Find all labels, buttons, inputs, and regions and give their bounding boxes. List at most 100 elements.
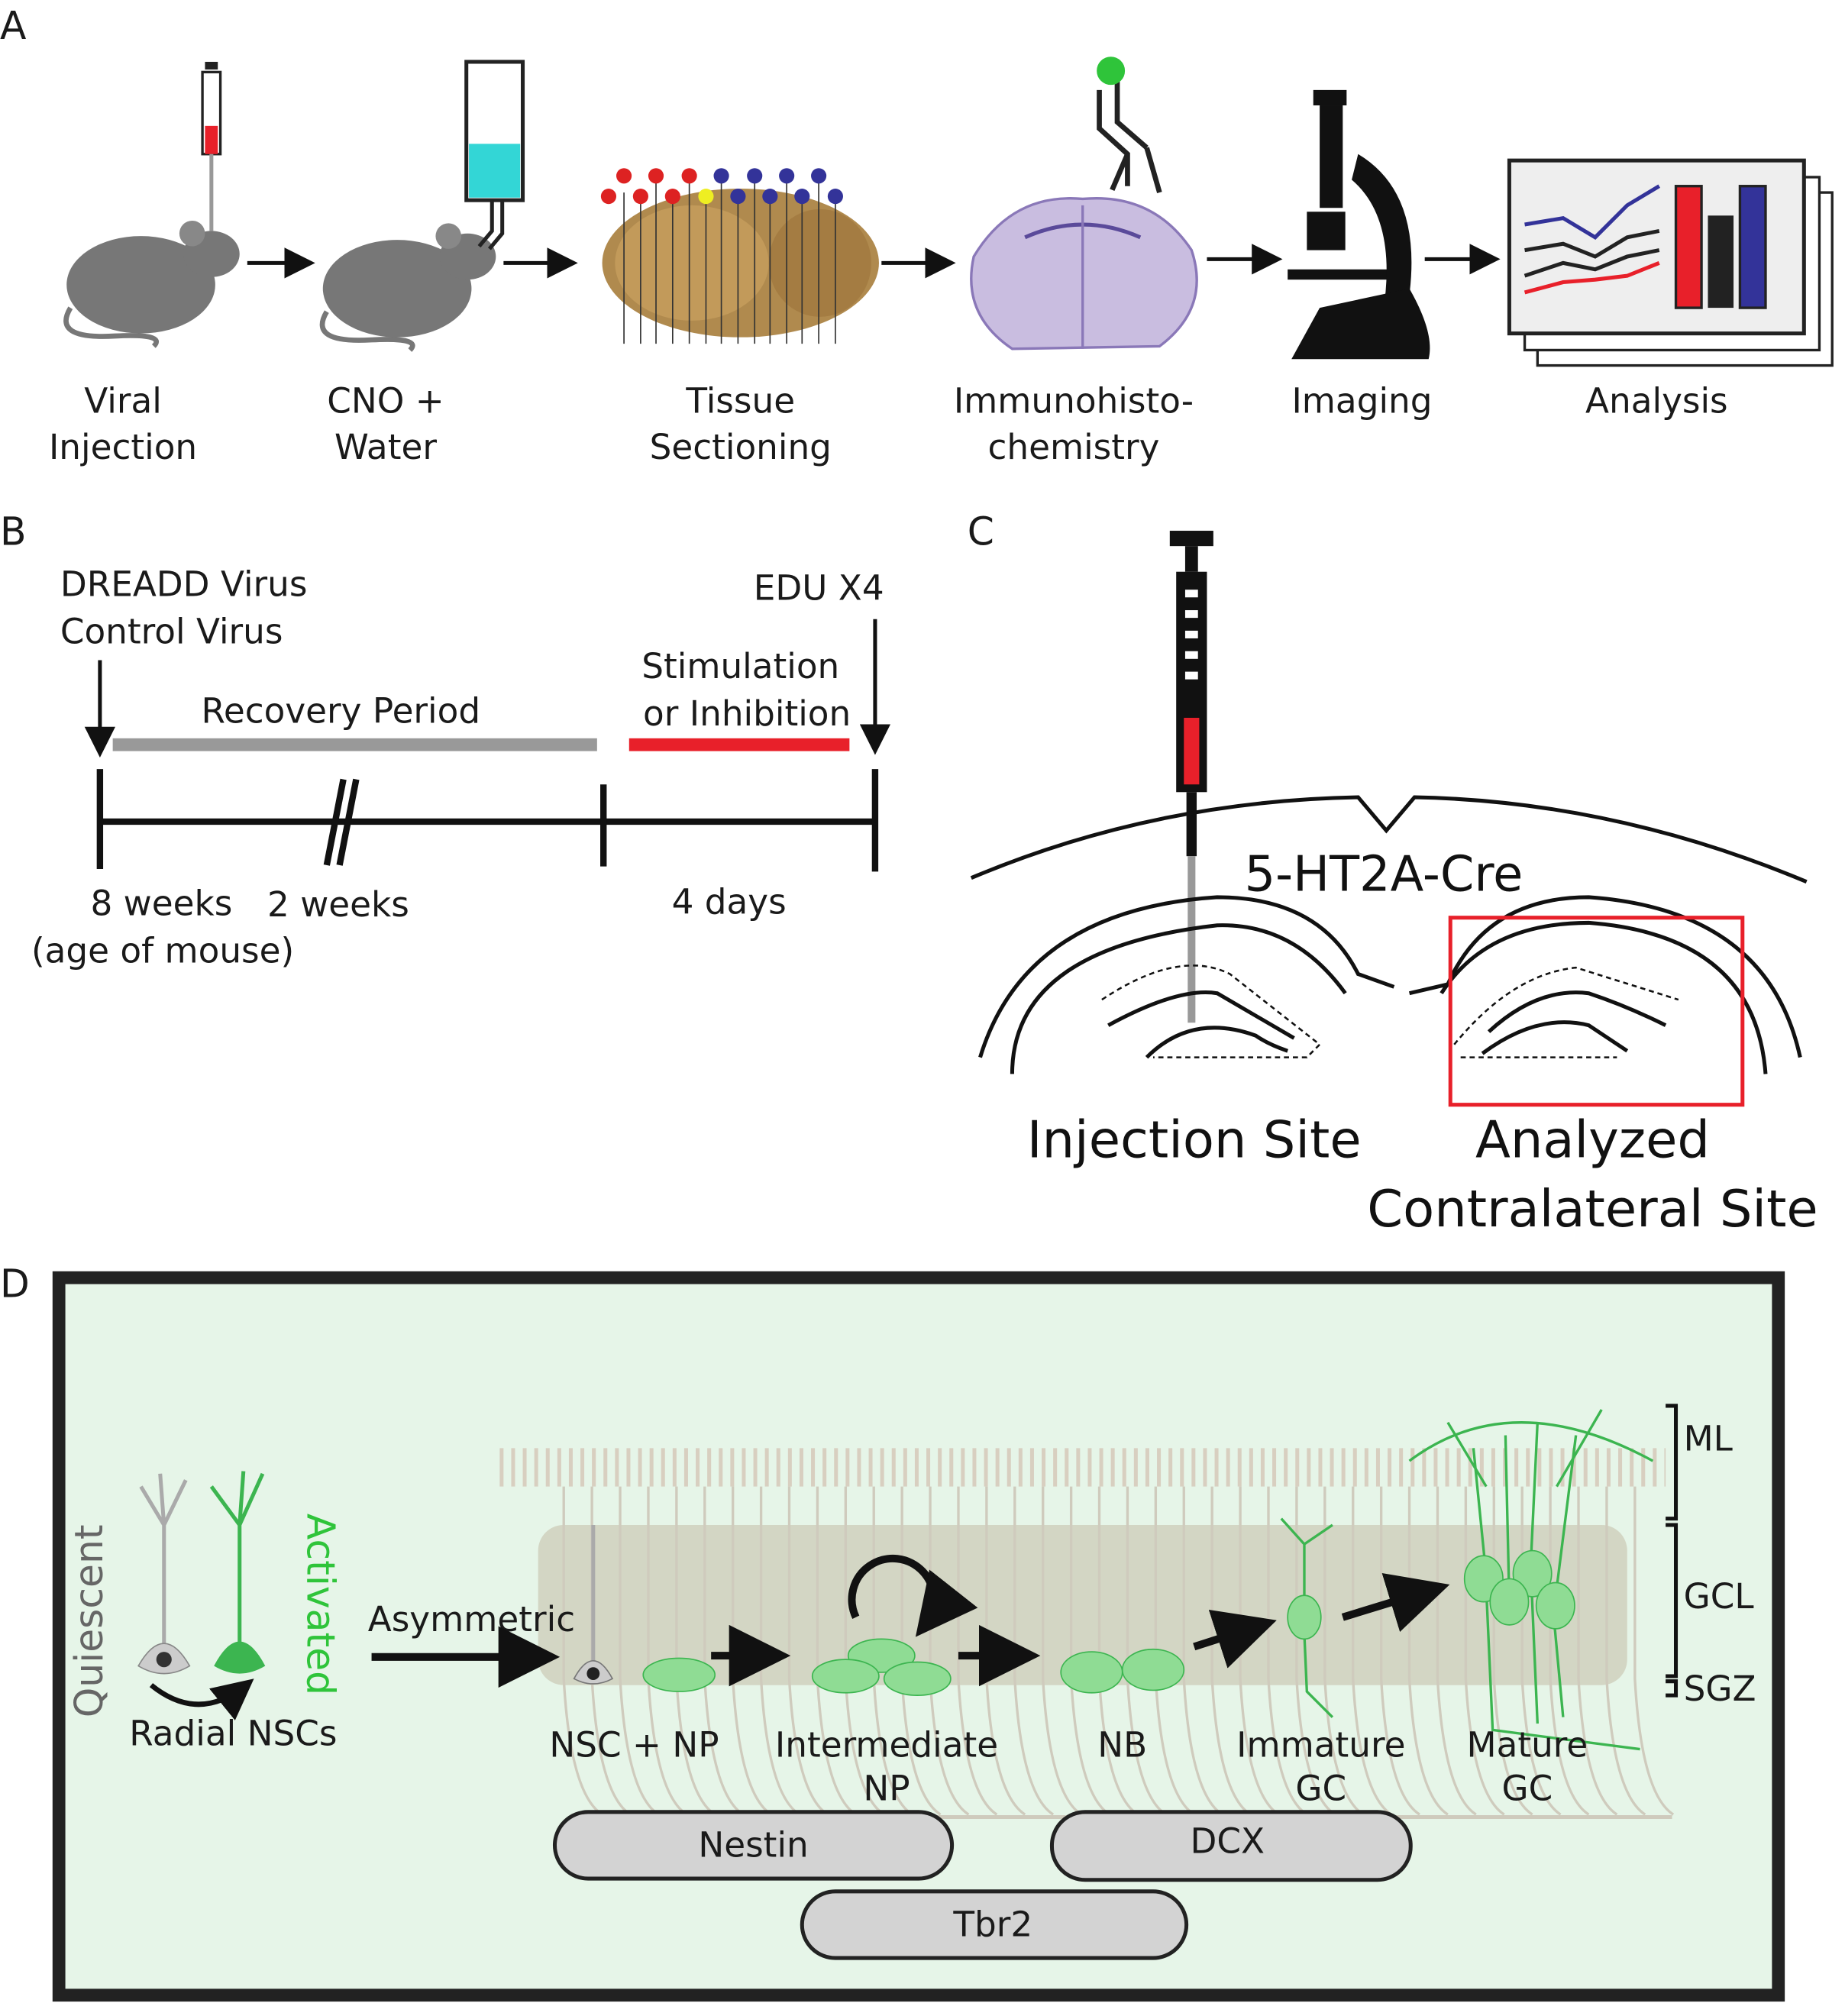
mature-gc-cells (1408, 1409, 1654, 1751)
marker-label: Nestin (698, 1825, 808, 1866)
radial-fiber (703, 1486, 745, 1816)
radial-fiber (590, 1486, 632, 1816)
timeline (96, 769, 879, 872)
analysis-chart-icon (1507, 158, 1834, 367)
radial-fiber (816, 1486, 857, 1816)
step-label: Immunohisto- (954, 381, 1194, 422)
radial-fiber (1577, 1486, 1618, 1816)
step-label: Water (334, 427, 437, 467)
radial-fiber (1154, 1486, 1195, 1816)
immature-gc-cell (1280, 1517, 1334, 1718)
radial-fiber (1295, 1486, 1336, 1816)
activated-nsc-icon (209, 1471, 266, 1674)
step-label: Sectioning (650, 427, 832, 467)
time-label: (age of mouse) (31, 930, 294, 971)
radial-fiber (1352, 1486, 1393, 1816)
marker-pill-dcx: DCX (1049, 1810, 1413, 1882)
radial-fiber (732, 1486, 772, 1816)
step-label: Injection (49, 427, 197, 467)
stimulation-label: or Inhibition (643, 693, 851, 734)
recovery-bar (112, 738, 597, 751)
layer-label-gcl: GCL (1684, 1576, 1754, 1617)
step-label: CNO + (327, 381, 444, 422)
microscope-icon (1288, 89, 1430, 360)
flow-arrows (247, 244, 1501, 279)
radial-fiber (1407, 1486, 1449, 1816)
radial-fiber (985, 1486, 1026, 1816)
radial-fiber (1436, 1486, 1477, 1816)
radial-fiber (1549, 1486, 1590, 1816)
radial-nsc-label: Radial NSCs (129, 1714, 337, 1754)
radial-fiber (1042, 1486, 1082, 1816)
mouse-icon (63, 221, 240, 348)
step-label: Imaging (1291, 381, 1432, 422)
stage-label: Mature (1467, 1725, 1588, 1766)
stage-label: GC (1502, 1769, 1553, 1809)
brain-outline (970, 795, 1808, 1074)
marker-label: DCX (1191, 1821, 1265, 1861)
panel-b: B DREADD Virus Control Virus EDU X4 Reco… (0, 509, 891, 971)
panel-c: C 5-HT2A-Cre Injection Site Analyzed Con… (968, 509, 1818, 1239)
syringe-icon (1169, 531, 1213, 1023)
panel-label: B (0, 509, 27, 554)
radial-fiber (787, 1486, 829, 1816)
virus-label: Control Virus (60, 612, 283, 652)
layer-brackets (1666, 1404, 1679, 1698)
recovery-label: Recovery Period (201, 691, 480, 732)
radial-fiber (1013, 1486, 1055, 1816)
radial-fiber (957, 1486, 998, 1816)
panel-d: D Quiescent Activated Radial NSCs Asymme… (0, 1261, 1785, 2002)
stage-label: NP (863, 1769, 910, 1809)
radial-fiber (1605, 1486, 1646, 1816)
radial-fiber (1267, 1486, 1308, 1816)
coronal-section-image (970, 197, 1198, 351)
radial-fiber (562, 1486, 603, 1816)
radial-fiber (1633, 1486, 1675, 1816)
edu-label: EDU X4 (754, 568, 884, 609)
step-label: Tissue (685, 381, 795, 422)
radial-fiber (872, 1486, 913, 1816)
radial-fiber (1210, 1486, 1252, 1816)
time-label: 4 days (672, 882, 787, 922)
panel-label: C (968, 509, 994, 554)
mouse-line-label: 5-HT2A-Cre (1245, 846, 1523, 903)
stage-label: NSC + NP (549, 1725, 719, 1766)
stage-label: GC (1295, 1769, 1346, 1809)
self-renewal-arrow (848, 1554, 978, 1637)
radial-fiber (1182, 1486, 1223, 1816)
stage-label: NB (1097, 1725, 1147, 1766)
time-label: 2 weeks (267, 884, 409, 925)
step-label: Analysis (1585, 381, 1728, 422)
radial-fiber (1492, 1486, 1533, 1816)
stimulation-label: Stimulation (641, 646, 839, 687)
stage-arrow (1193, 1609, 1277, 1669)
analyzed-site-label: Analyzed (1475, 1110, 1710, 1169)
water-bottle-icon (464, 60, 525, 250)
stage-label: Immature (1236, 1725, 1405, 1766)
panel-label: D (0, 1261, 30, 1306)
stage-arrow (1341, 1573, 1450, 1633)
nsc-np-cells (573, 1524, 716, 1692)
mouse-icon (319, 223, 496, 352)
panel-a: A (0, 3, 1834, 467)
layer-label-sgz: SGZ (1684, 1669, 1756, 1709)
quiescent-label: Quiescent (66, 1524, 111, 1717)
quiescent-nsc-icon (137, 1473, 191, 1675)
step-label: chemistry (987, 427, 1159, 467)
injection-site-label: Injection Site (1027, 1110, 1362, 1169)
intermediate-np-cells (811, 1638, 952, 1696)
marker-label: Tbr2 (952, 1905, 1032, 1945)
asymmetric-label: Asymmetric (368, 1599, 575, 1640)
radial-fiber (1069, 1486, 1110, 1816)
radial-fiber (647, 1486, 688, 1816)
step-label: Viral (84, 381, 162, 422)
virus-label: DREADD Virus (60, 564, 308, 605)
dentate-gyrus-background (499, 1448, 1675, 1820)
radial-fiber (1126, 1486, 1167, 1816)
antibody-icon (1097, 57, 1162, 194)
analyzed-site-label: Contralateral Site (1367, 1179, 1818, 1239)
brain-sections-image (600, 168, 879, 344)
layer-label-ml: ML (1684, 1419, 1733, 1459)
neuroblast-cells (1060, 1648, 1185, 1694)
syringe-icon (201, 61, 222, 231)
